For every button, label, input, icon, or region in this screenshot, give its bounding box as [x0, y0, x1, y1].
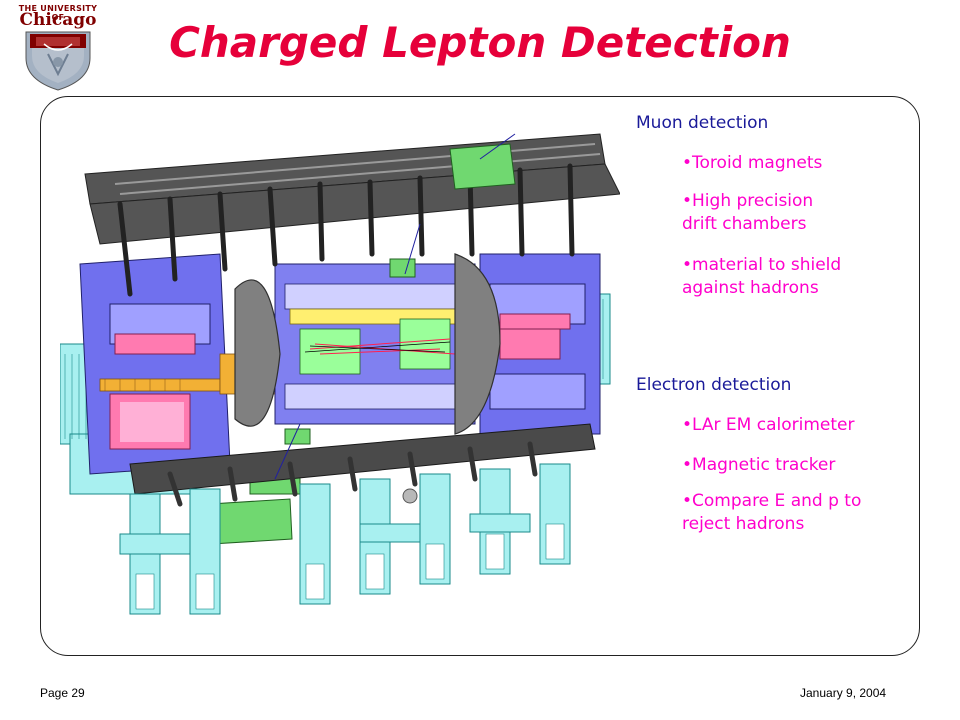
- logo-top-text: THE UNIVERSITY OF: [18, 4, 98, 22]
- muon-bullet-2: •High precision drift chambers: [682, 191, 814, 234]
- muon-bullet-1: •Toroid magnets: [682, 153, 823, 173]
- logo-name: Chicago: [19, 10, 97, 30]
- electron-bullet-3: •Compare E and p to reject hadrons: [682, 491, 862, 534]
- muon-bullet-3: •material to shield against hadrons: [682, 255, 842, 298]
- slide-title: Charged Lepton Detection: [169, 18, 791, 67]
- atlas-detector-diagram: [60, 133, 620, 615]
- muon-heading: Muon detection: [636, 113, 769, 133]
- electron-heading: Electron detection: [636, 375, 792, 395]
- slide-date: January 9, 2004: [800, 686, 887, 700]
- crest-icon: [25, 31, 91, 91]
- electron-bullet-1: •LAr EM calorimeter: [682, 415, 855, 435]
- electron-bullet-2: •Magnetic tracker: [682, 455, 836, 475]
- university-logo: THE UNIVERSITY OF Chicago: [6, 4, 98, 92]
- page-number: Page 29: [40, 686, 85, 700]
